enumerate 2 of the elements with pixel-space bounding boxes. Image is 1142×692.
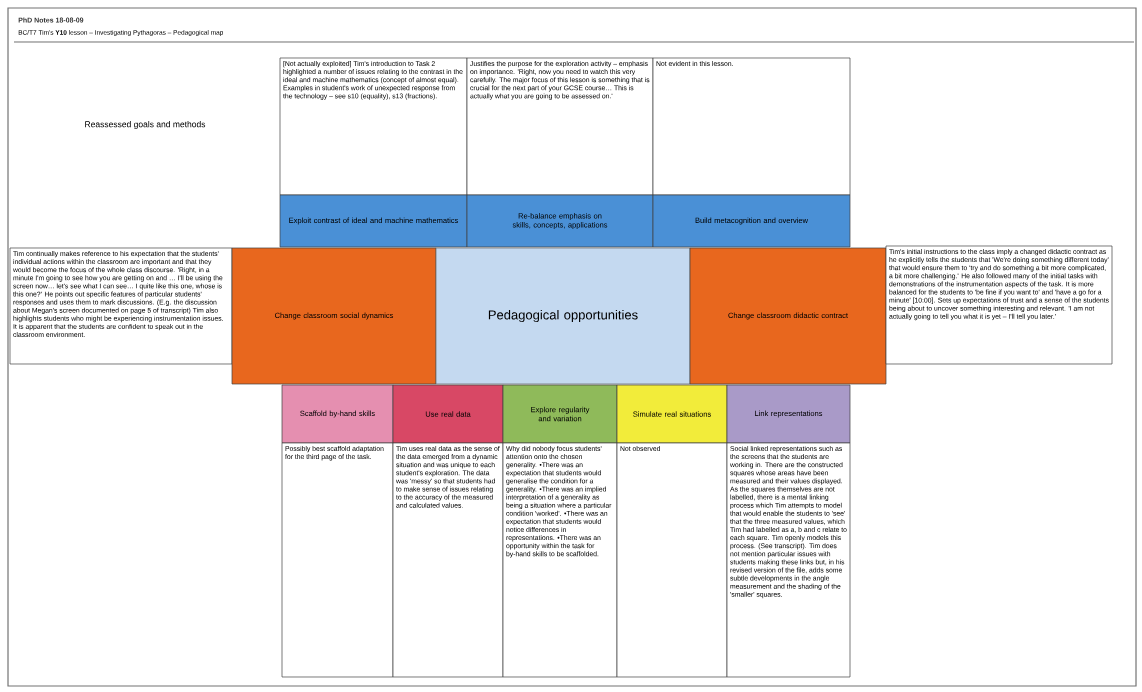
section-heading: Reassessed goals and methods xyxy=(85,121,206,129)
central-box: Pedagogical opportunities xyxy=(435,247,691,385)
